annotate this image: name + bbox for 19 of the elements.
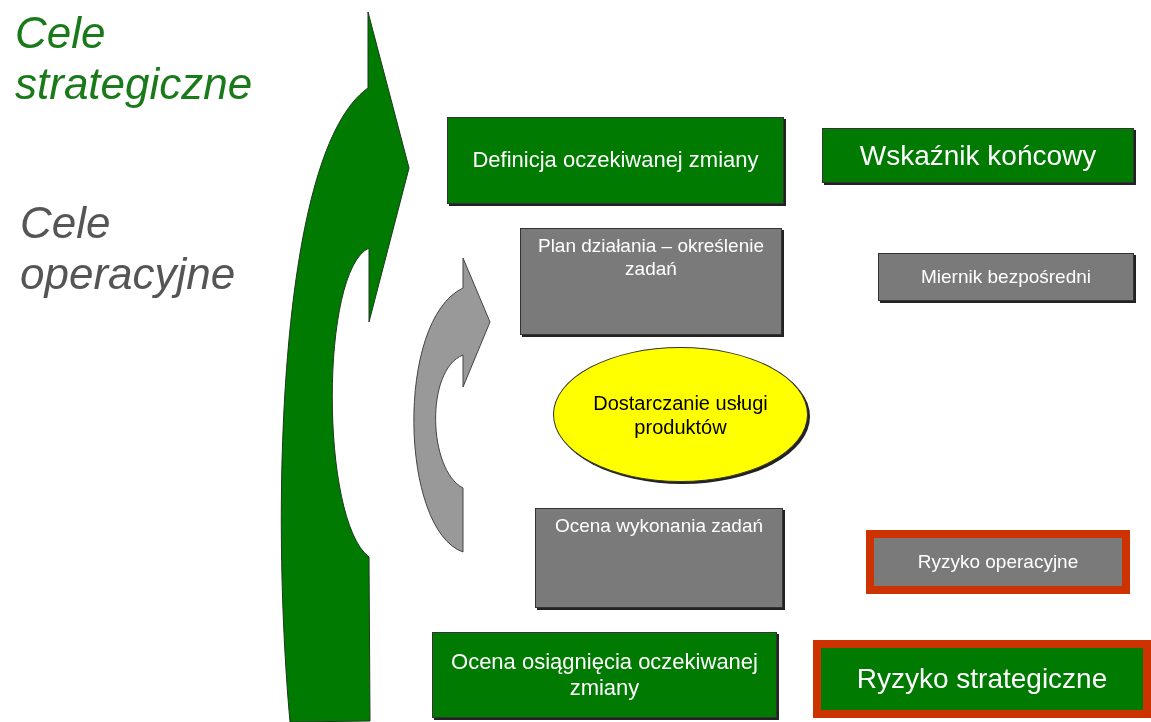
process-box [813, 640, 1151, 718]
node-label: Ryzyko strategiczne [856, 662, 1108, 696]
section-heading: Cele operacyjne [20, 198, 237, 300]
node-label: Plan działania – określenie zadań [536, 235, 765, 281]
node-label: Ryzyko operacyjne [917, 550, 1079, 574]
process-box [866, 530, 1130, 594]
process-box [535, 508, 783, 608]
process-box [878, 253, 1134, 301]
node-label: Ocena wykonania zadań [554, 515, 764, 538]
node-label: Miernik bezpośredni [921, 265, 1091, 289]
process-box [822, 128, 1134, 183]
process-box [447, 117, 784, 204]
process-box [432, 632, 777, 718]
node-label: Wskaźnik końcowy [859, 138, 1097, 173]
node-label: Definicja oczekiwanej zmiany [472, 147, 759, 174]
section-heading: Cele strategiczne [15, 8, 254, 110]
node-label: Dostarczanie usługi produktów [592, 390, 769, 439]
process-box [520, 228, 782, 335]
node-label: Ocena osiągnięcia oczekiwanej zmiany [450, 648, 759, 702]
